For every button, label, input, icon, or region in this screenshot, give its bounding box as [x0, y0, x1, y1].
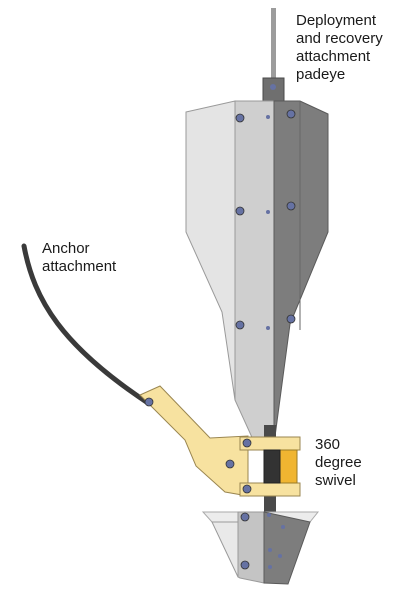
body-bolt: [286, 201, 296, 211]
swivel-label-line: degree: [315, 454, 362, 471]
body-left-face: [185, 100, 236, 401]
bottom-bolt: [240, 512, 250, 522]
padeye-block: [262, 77, 285, 103]
swivel-label: 360 degree swivel: [315, 436, 366, 489]
swivel-bearing-dark: [263, 449, 281, 484]
arm-bolt: [242, 484, 252, 494]
anchor-label: Anchor attachment: [42, 240, 117, 275]
arm-bolt: [225, 459, 235, 469]
body-bolt: [235, 320, 245, 330]
body-bolt: [266, 115, 270, 119]
bottom-weight-right: [263, 511, 311, 585]
arm-bolt: [242, 438, 252, 448]
bottom-bolt: [240, 560, 250, 570]
bottom-bolt: [281, 525, 285, 529]
anchor-label-line: Anchor: [42, 240, 90, 257]
body-bolt: [286, 109, 296, 119]
anchor-arm: [139, 385, 249, 497]
bottom-weight-left: [211, 521, 239, 578]
swivel-label-line: swivel: [315, 472, 356, 489]
bottom-weight-center: [237, 511, 265, 584]
padeye-label-line: Deployment: [296, 12, 377, 29]
padeye-label: Deployment and recovery attachment padey…: [296, 12, 387, 83]
body-bolt: [266, 210, 270, 214]
deployment-rod: [271, 8, 276, 80]
padeye-label-line: attachment: [296, 48, 371, 65]
body-right-face: [273, 100, 329, 445]
padeye-label-line: and recovery: [296, 30, 383, 47]
bottom-bolt: [278, 554, 282, 558]
body-bolt: [266, 326, 270, 330]
body-bolt: [235, 206, 245, 216]
bottom-bolt: [268, 548, 272, 552]
padeye-label-line: padeye: [296, 66, 345, 83]
body-bolt: [286, 314, 296, 324]
body-bolt: [235, 113, 245, 123]
swivel-label-line: 360: [315, 436, 340, 453]
padeye-bolt: [270, 84, 276, 90]
bottom-bolt: [267, 513, 271, 517]
anchor-label-line: attachment: [42, 258, 117, 275]
anchor-cable: [21, 243, 151, 406]
swivel-bearing-orange: [279, 449, 298, 484]
bottom-bolt: [268, 565, 272, 569]
body-center-face: [234, 100, 275, 445]
arm-bolt: [144, 397, 154, 407]
